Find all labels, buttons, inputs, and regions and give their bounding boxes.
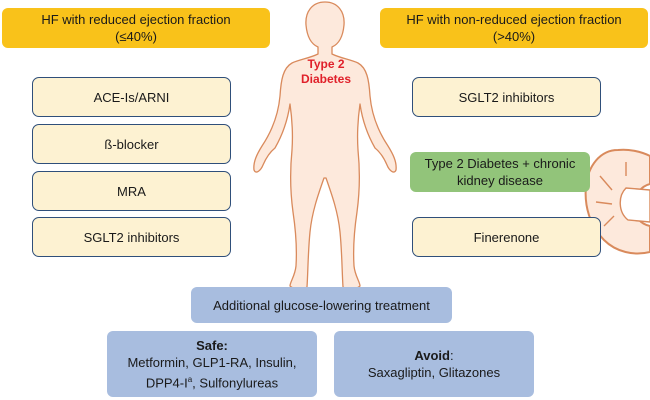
safe-line1: Metformin, GLP1-RA, Insulin, [127, 354, 297, 370]
hfnref-header-line2: (>40%) [492, 29, 536, 44]
avoid-title: Avoid [414, 348, 450, 363]
hfref-item-label: ACE-Is/ARNI [93, 89, 170, 105]
safe-superscript: a [187, 374, 193, 384]
avoid-title-line: Avoid: [414, 347, 453, 364]
ckd-line1: Type 2 Diabetes + chronic [424, 156, 576, 171]
hfnref-header: HF with non-reduced ejection fraction (>… [380, 8, 648, 48]
diagram-title: Type 2 Diabetes [290, 57, 362, 87]
hfref-item-label: ß-blocker [104, 136, 159, 152]
hfref-item-ace-arni: ACE-Is/ARNI [32, 77, 231, 117]
diagram-title-line1: Type 2 [307, 57, 345, 71]
human-body-icon [253, 1, 397, 290]
safe-line2: DPP4-Ia, Sulfonylureas [146, 371, 278, 391]
safe-box: Safe: Metformin, GLP1-RA, Insulin, DPP4-… [107, 331, 317, 397]
hfref-item-beta-blocker: ß-blocker [32, 124, 231, 164]
diagram-title-line2: Diabetes [300, 72, 352, 86]
hfref-item-label: SGLT2 inhibitors [83, 229, 180, 245]
ckd-line2: kidney disease [457, 173, 543, 188]
ckd-item-finerenone: Finerenone [412, 217, 601, 257]
hfref-header-line2: (≤40%) [115, 29, 157, 44]
ckd-box: Type 2 Diabetes + chronic kidney disease [410, 152, 590, 192]
safe-title: Safe: [196, 337, 228, 353]
hfref-item-label: MRA [117, 183, 146, 199]
avoid-colon: : [450, 348, 454, 363]
safe-line2-pre: DPP4-I [145, 375, 188, 391]
ckd-item-label: Finerenone [473, 229, 540, 245]
hfref-item-mra: MRA [32, 171, 231, 211]
hfref-item-sglt2: SGLT2 inhibitors [32, 217, 231, 257]
additional-treatment-box: Additional glucose-lowering treatment [191, 287, 452, 323]
hfnref-item-sglt2: SGLT2 inhibitors [412, 77, 601, 117]
additional-treatment-label: Additional glucose-lowering treatment [213, 297, 430, 313]
hfref-header: HF with reduced ejection fraction (≤40%) [2, 8, 270, 48]
hfref-header-line1: HF with reduced ejection fraction [41, 12, 231, 27]
avoid-box: Avoid: Saxagliptin, Glitazones [334, 331, 534, 397]
hfnref-item-label: SGLT2 inhibitors [458, 89, 555, 105]
safe-line2-post: , Sulfonylureas [192, 375, 279, 391]
hfnref-header-line1: HF with non-reduced ejection fraction [406, 12, 622, 27]
avoid-line: Saxagliptin, Glitazones [367, 365, 501, 380]
